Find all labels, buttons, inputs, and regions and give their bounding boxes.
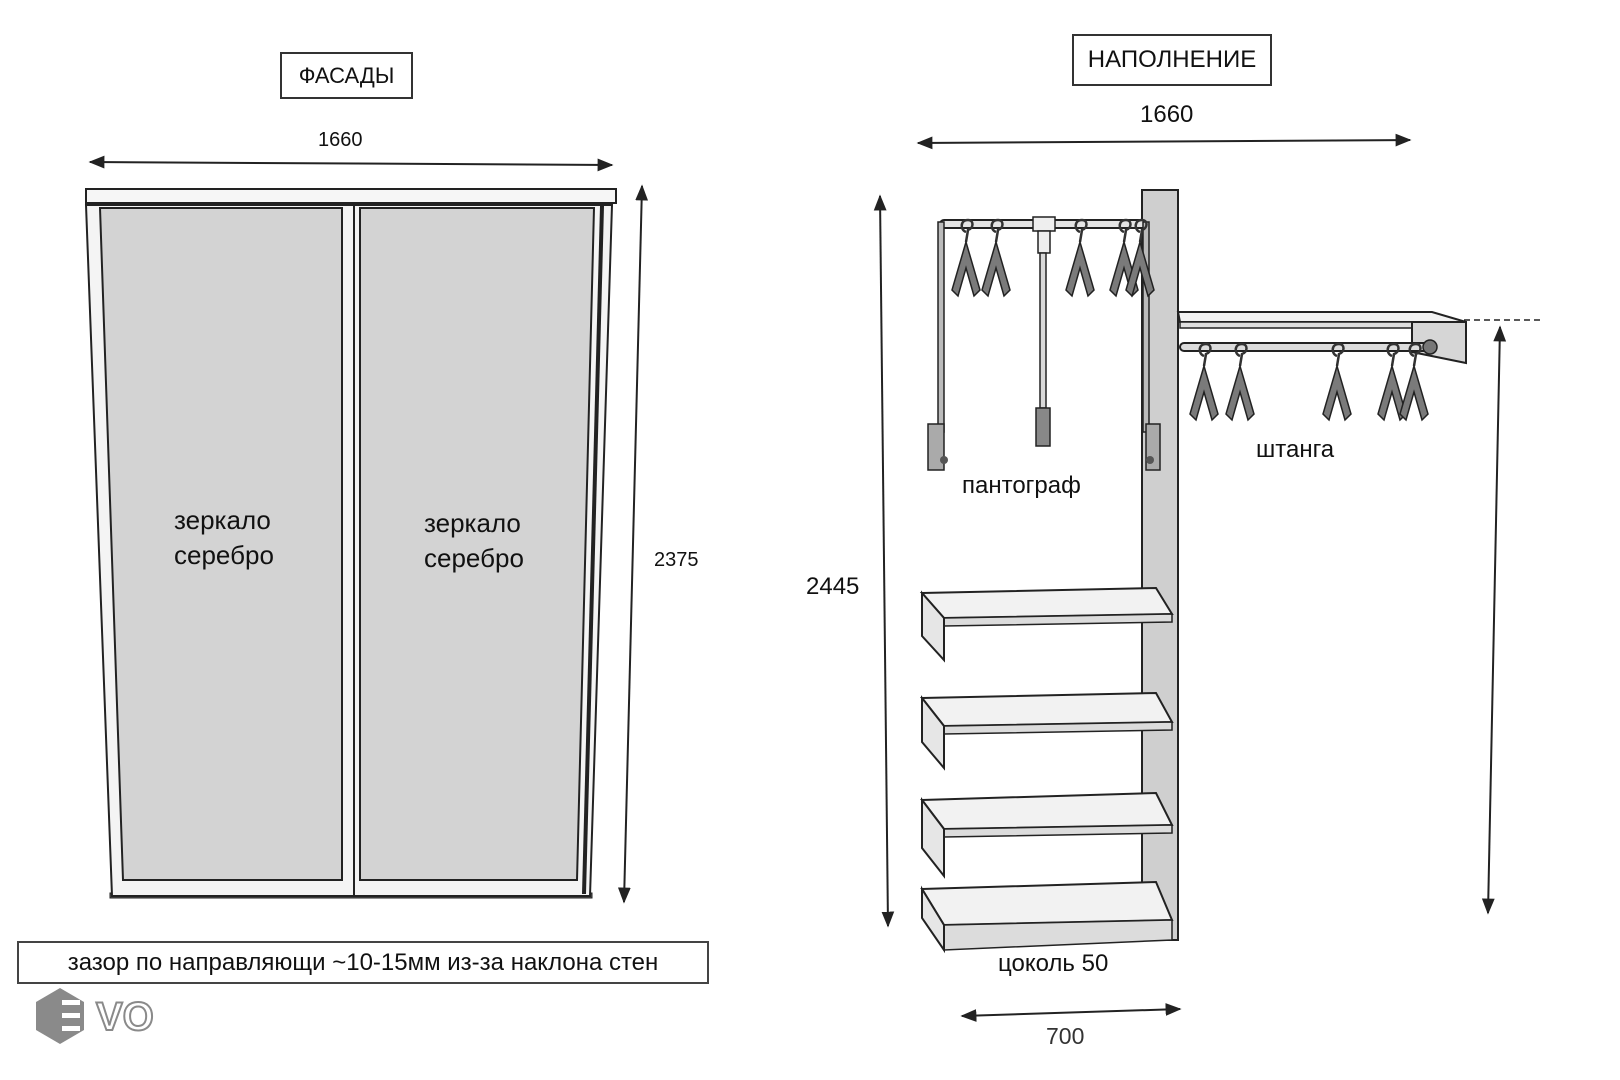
facade-dimension-width xyxy=(88,155,614,172)
rod-section-dimension-height xyxy=(1464,319,1540,915)
door-left-label: зеркало серебро xyxy=(174,503,274,573)
shelf-bottom xyxy=(920,880,1174,954)
door-right-color: серебро xyxy=(424,543,524,573)
filling-dimension-height xyxy=(873,194,895,928)
door-left xyxy=(84,204,359,897)
facades-title: ФАСАДЫ xyxy=(298,62,395,88)
door-right xyxy=(353,204,614,897)
shelf-1 xyxy=(919,586,1174,663)
filling-title: НАПОЛНЕНИЕ xyxy=(1087,46,1257,73)
top-shelf-right xyxy=(1176,311,1467,365)
gap-note: зазор по направляющи ~10-15мм из-за накл… xyxy=(67,948,659,976)
filling-height-label: 2445 xyxy=(806,573,860,600)
facade-dimension-height xyxy=(617,184,649,904)
gap-note-box: зазор по направляющи ~10-15мм из-за накл… xyxy=(17,941,709,984)
pantograph xyxy=(927,216,1161,471)
shelf-3 xyxy=(920,791,1174,879)
pantograph-label: пантограф xyxy=(962,472,1081,499)
filling-width-label: 1660 xyxy=(1140,101,1194,128)
door-left-color: серебро xyxy=(174,540,274,570)
depth-label: 700 xyxy=(1046,1023,1085,1049)
door-right-material: зеркало xyxy=(424,508,521,538)
facades-width-label: 1660 xyxy=(318,129,363,151)
mirror-panel-right xyxy=(359,207,596,881)
door-left-material: зеркало xyxy=(174,505,271,535)
logo-text: VO xyxy=(95,995,155,1039)
mirror-panel-left xyxy=(98,207,343,881)
wardrobe-facade xyxy=(84,188,617,899)
facades-height-label: 2375 xyxy=(654,549,699,571)
shelf-2 xyxy=(919,691,1174,771)
door-right-label: зеркало серебро xyxy=(424,506,524,576)
facades-title-box: ФАСАДЫ xyxy=(280,52,413,99)
filling-dimension-width xyxy=(916,133,1412,150)
rod-hangers xyxy=(1188,342,1430,422)
evo-logo xyxy=(36,988,84,1044)
rod-label: штанга xyxy=(1256,436,1335,463)
plinth-label: цоколь 50 xyxy=(998,950,1109,977)
filling-title-box: НАПОЛНЕНИЕ xyxy=(1072,34,1272,86)
depth-dimension xyxy=(960,1003,1182,1022)
